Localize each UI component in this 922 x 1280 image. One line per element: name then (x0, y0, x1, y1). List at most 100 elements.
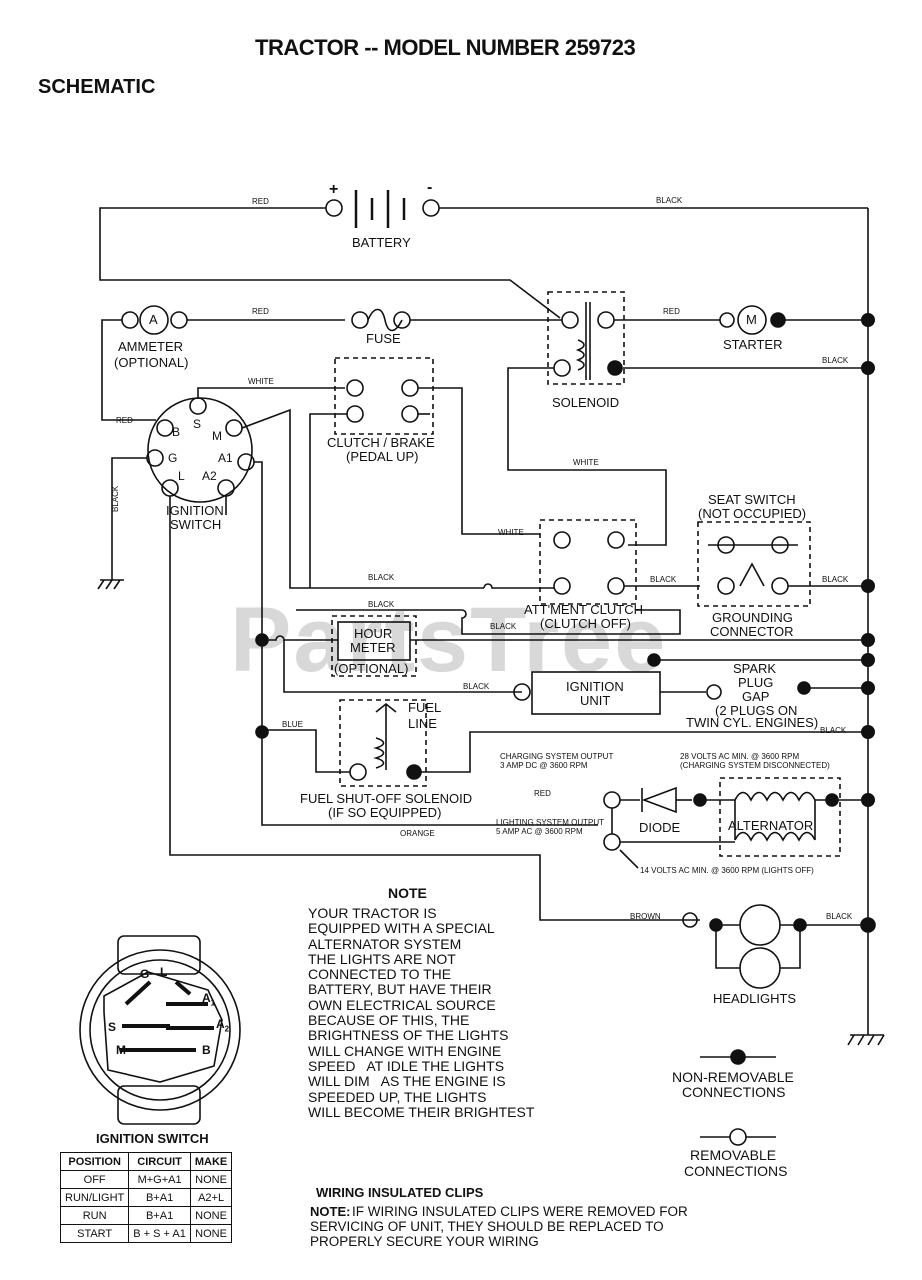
starter-symbol (737, 305, 767, 335)
table-cell: B+A1 (128, 1188, 191, 1207)
spark-plug-label-5: TWIN CYL. ENGINES) (686, 715, 819, 730)
fuel-line-label-2: LINE (408, 716, 437, 731)
table-cell: NONE (189, 1170, 233, 1189)
battery-neg-label: - (427, 179, 433, 196)
wire-black-seat: BLACK (822, 575, 849, 584)
battery-cells (354, 190, 406, 228)
wire-black-attment: BLACK (650, 575, 677, 584)
hour-meter-optional-label: (OPTIONAL) (334, 661, 409, 676)
wire-white-solenoid: WHITE (573, 458, 599, 467)
illus-g: G (140, 967, 150, 981)
ignition-position-table: POSITION CIRCUIT MAKE OFF M+G+A1 NONE RU… (59, 1152, 233, 1243)
illus-a2-letter: A (216, 1017, 225, 1031)
clips-line-1: IF WIRING INSULATED CLIPS WERE REMOVED F… (352, 1204, 688, 1219)
wire-black-attment-2: BLACK (490, 622, 517, 631)
wire-black-clutch-2: BLACK (368, 600, 395, 609)
solenoid-label: SOLENOID (552, 395, 620, 410)
volts-28-label: 28 VOLTS AC MIN. @ 3600 RPM (680, 752, 800, 761)
table-header: POSITION (59, 1152, 130, 1171)
illus-l: L (160, 965, 168, 979)
wire-black-headlight: BLACK (826, 912, 853, 921)
volts-14-label: 14 VOLTS AC MIN. @ 3600 RPM (LIGHTS OFF) (640, 866, 814, 875)
term-g-label: G (168, 451, 178, 465)
headlight-1 (739, 904, 781, 946)
table-cell: OFF (59, 1170, 130, 1189)
table-cell: B + S + A1 (128, 1224, 191, 1243)
clutch-brake-sub-label: (PEDAL UP) (346, 449, 419, 464)
starter-letter: M (746, 312, 757, 327)
fuse-label: FUSE (366, 331, 401, 346)
hour-meter-label: HOUR (354, 626, 393, 641)
legend-non-removable-dot (730, 1049, 746, 1065)
illus-a1: A1 (202, 992, 215, 1007)
illus-a2-sub: 2 (224, 1024, 230, 1034)
ignition-unit-box (531, 671, 661, 715)
clips-line-3: PROPERLY SECURE YOUR WIRING (310, 1234, 539, 1249)
spark-plug-label-3: GAP (742, 689, 770, 704)
table-cell: NONE (189, 1206, 233, 1225)
wire-black-fuel: BLACK (820, 726, 847, 735)
legend-non-removable-label-2: CONNECTIONS (682, 1084, 786, 1100)
wire-brown: BROWN (630, 912, 661, 921)
spark-plug-label-4: (2 PLUGS ON (715, 703, 798, 718)
table-header-row: POSITION CIRCUIT MAKE (59, 1152, 233, 1171)
wire-black-solenoid: BLACK (822, 356, 849, 365)
wire-black-ground: BLACK (111, 485, 120, 512)
fuel-line-label: FUEL (408, 700, 442, 715)
ammeter-symbol (139, 305, 169, 335)
ammeter-letter: A (149, 312, 158, 327)
charging-output-label-2: 3 AMP DC @ 3600 RPM (500, 761, 588, 770)
lighting-output-label: LIGHTING SYSTEM OUTPUT (496, 818, 605, 827)
table-row: RUN B+A1 NONE (59, 1206, 233, 1225)
fuel-solenoid-sub-label: (IF SO EQUIPPED) (328, 805, 442, 820)
legend-removable-circle (729, 1128, 747, 1146)
illus-s: S (108, 1020, 117, 1034)
lighting-output-label-2: 5 AMP AC @ 3600 RPM (496, 827, 583, 836)
ammeter-optional-label: (OPTIONAL) (114, 355, 189, 370)
ignition-switch-label: IGNITION (166, 503, 224, 518)
wire-white-clutch: WHITE (498, 528, 524, 537)
table-cell: RUN/LIGHT (59, 1188, 130, 1207)
table-cell: START (59, 1224, 130, 1243)
illus-a2: A2 (216, 1018, 229, 1033)
ignition-unit-label-2: UNIT (580, 693, 611, 708)
section-title: SCHEMATIC (38, 76, 156, 98)
clips-line-2: SERVICING OF UNIT, THEY SHOULD BE REPLAC… (310, 1219, 664, 1234)
battery-pos-terminal (325, 199, 343, 217)
note-body: YOUR TRACTOR IS EQUIPPED WITH A SPECIAL … (308, 905, 535, 1120)
table-cell: A2+L (189, 1188, 233, 1207)
term-a2-label: A2 (202, 469, 217, 483)
wire-red-starter: RED (663, 307, 680, 316)
volts-28-label-2: (CHARGING SYSTEM DISCONNECTED) (680, 761, 830, 770)
wire-orange: ORANGE (400, 829, 435, 838)
clutch-brake-box (334, 357, 434, 435)
ignition-unit-label: IGNITION (566, 679, 624, 694)
spark-plug-label-1: SPARK (733, 661, 777, 676)
note-heading: NOTE (388, 885, 427, 901)
diode-label: DIODE (639, 820, 681, 835)
diode-symbol (641, 786, 677, 814)
ignition-switch-illustration (79, 935, 241, 1125)
grounding-label: GROUNDING (712, 610, 793, 625)
solenoid-box (547, 291, 625, 385)
charging-output-label: CHARGING SYSTEM OUTPUT (500, 752, 614, 761)
wire-black-battery: BLACK (656, 196, 683, 205)
table-cell: NONE (189, 1224, 233, 1243)
illus-a1-sub: 1 (210, 998, 216, 1008)
wire-white-ignition: WHITE (248, 377, 274, 386)
headlight-2 (739, 947, 781, 989)
battery-pos-label: + (329, 181, 339, 198)
wire-red-fuse: RED (252, 307, 269, 316)
attachment-clutch-box (539, 519, 637, 605)
illus-m: M (116, 1043, 126, 1057)
headlights-label: HEADLIGHTS (713, 991, 797, 1006)
attachment-clutch-sub-label: (CLUTCH OFF) (540, 616, 631, 631)
table-cell: M+G+A1 (128, 1170, 191, 1189)
fuel-solenoid-label: FUEL SHUT-OFF SOLENOID (300, 791, 473, 806)
attachment-clutch-label: ATT'MENT CLUTCH (524, 602, 643, 617)
spark-plug-label-2: PLUG (738, 675, 774, 690)
ammeter-label: AMMETER (118, 339, 183, 354)
legend-removable-label-2: CONNECTIONS (684, 1163, 788, 1179)
battery-neg-terminal (422, 199, 440, 217)
